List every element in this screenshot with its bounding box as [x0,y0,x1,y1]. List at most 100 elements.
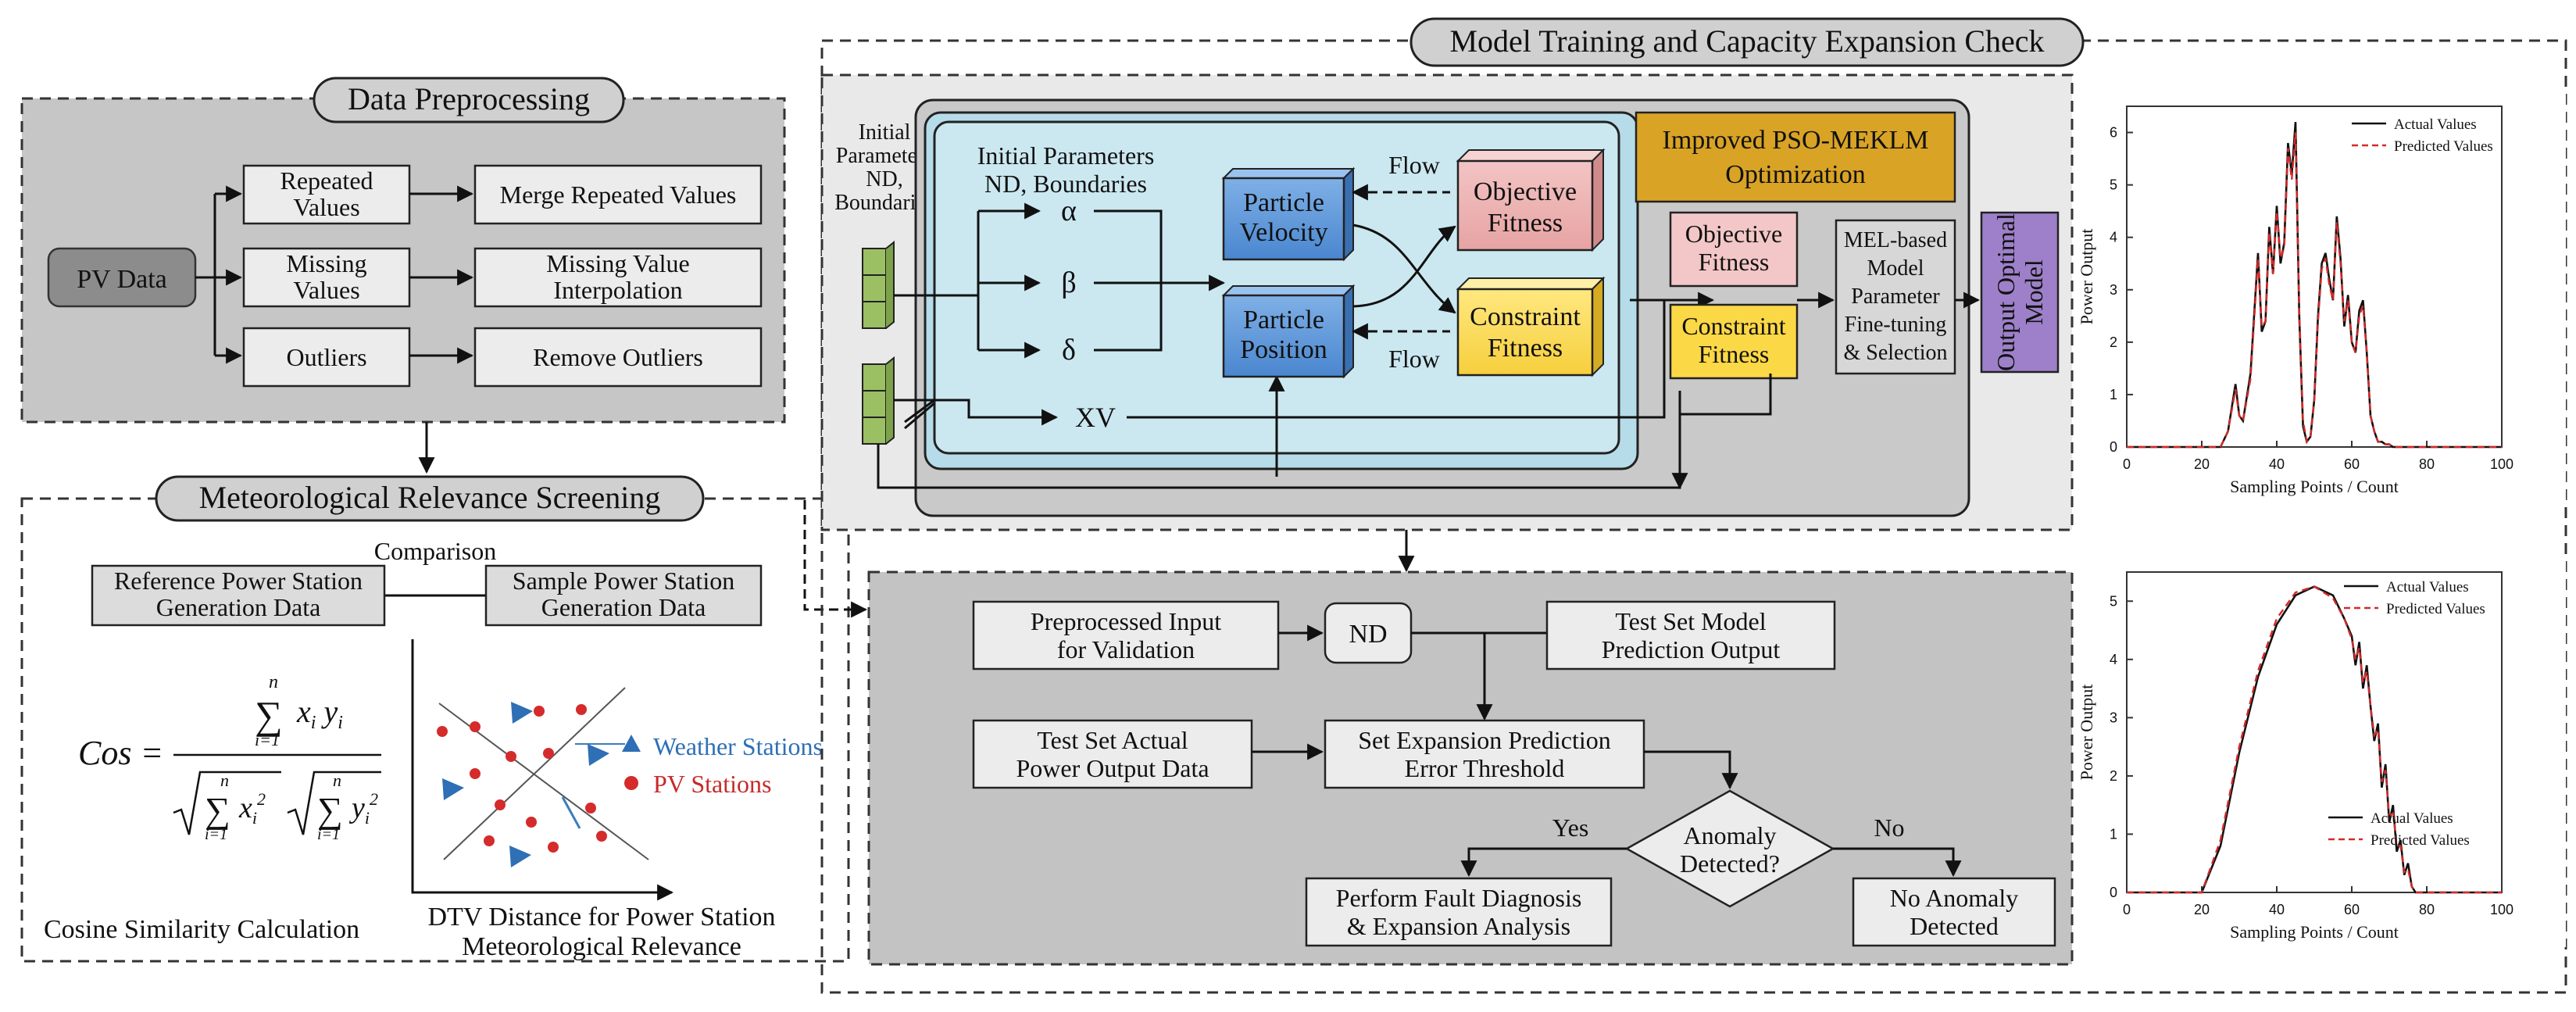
position-front-face [1222,294,1345,378]
pv-station-dot [534,706,545,717]
interpolation-box [473,247,763,308]
formula-root-2 [287,771,381,835]
x-tick-label: 100 [2490,902,2513,917]
optimization-box [1635,111,1956,203]
constraint-side-face [1592,276,1604,377]
x-axis-label: Sampling Points / Count [2230,477,2399,496]
no-anomaly-label-2: Detected [1910,912,1999,940]
y-tick-label: 3 [2110,710,2117,725]
x-tick-label: 60 [2344,456,2360,472]
fault-diagnosis-box [1305,877,1613,947]
training-panel: Model Training and Capacity Expansion Ch… [820,17,2567,994]
repeated-values-label-1: Repeated [280,166,373,195]
position-side-face [1343,284,1354,379]
formula-den1-bottom: i=1 [205,826,227,843]
delta-label: δ [1062,334,1076,367]
objective-fitness-2-label-2: Fitness [1699,248,1770,276]
actual-output-box [972,719,1253,789]
test-output-label-1: Test Set Model [1615,607,1766,635]
plot-frame [2126,571,2503,893]
mel-label-4: Fine-tuning [1845,313,1947,337]
mel-label-2: Model [1867,256,1924,281]
dtv-caption-1: DTV Distance for Power Station [427,903,775,932]
formula-den1-top: n [220,771,229,790]
y-axis-label: Power Output [2077,229,2096,325]
formula-den2-term: yi2 [348,789,378,828]
remove-outliers-box [473,327,763,388]
velocity-side-face [1343,166,1354,262]
weather-station-marker [511,702,533,724]
screening-panel: Meteorological Relevance Screening Compa… [20,475,850,963]
pv-station-dot [576,704,587,715]
velocity-to-constraint [1352,223,1456,314]
sample-station-box [484,564,763,627]
y-tick-label: 5 [2110,593,2117,609]
arrow-to-xv [894,399,1059,426]
objective-fitness-label-1: Objective [1474,177,1577,206]
sample-station-label-1: Sample Power Station [513,567,734,595]
formula-num-sum-bottom: i=1 [255,730,280,749]
x-tick-label: 20 [2194,456,2210,472]
objective-top-face [1456,149,1606,162]
arrow-yes [1460,847,1627,878]
pv-station-dot [495,799,506,810]
constraint-fitness-2-label-1: Constraint [1681,312,1785,340]
y-tick-label: 2 [2110,334,2117,350]
constraint-fitness-2-label-2: Fitness [1699,340,1770,368]
plot-frame [2126,105,2503,448]
weather-station-marker [588,744,609,766]
stack-cell [862,248,887,276]
pv-station-dot [526,817,537,828]
stack-cell [862,390,887,418]
series-line-predicted [2127,132,2502,449]
stack-side [885,356,895,445]
no-anomaly-box [1852,877,2056,947]
weather-station-markers [442,702,609,867]
constraint-fitness-label-1: Constraint [1470,302,1581,331]
threshold-label-2: Error Threshold [1405,754,1565,782]
optimization-label-2: Optimization [1725,160,1865,189]
pv-data-label: PV Data [77,265,167,294]
anomaly-label-1: Anomaly [1683,821,1776,849]
y-tick-label: 1 [2110,826,2117,842]
x-tick-label: 0 [2123,902,2131,917]
chart-bottom-background [2081,556,2566,947]
y-tick-label: 4 [2110,652,2117,667]
velocity-top-face [1221,168,1356,179]
formula-den2-top: n [333,771,341,790]
legend-label: Predicted Values [2386,601,2485,617]
actual-output-label-2: Power Output Data [1016,754,1209,782]
x-tick-label: 0 [2123,456,2131,472]
anomaly-diamond [1624,789,1835,908]
output-model-label-1: Output Optimal [1992,213,2020,371]
missing-values-label-1: Missing [286,249,366,277]
outliers-label: Outliers [286,343,366,371]
xv-line [1127,300,1666,419]
input-stack-top [862,240,895,329]
output-model-box [1980,211,2060,374]
position-top-face [1221,285,1356,296]
optimization-label-1: Improved PSO-MEKLM [1663,126,1929,155]
velocity-front-face [1222,177,1345,261]
pv-station-dot [585,803,596,814]
dtv-scatter: Weather Stations PV Stations [411,639,823,901]
pv-station-dot [543,748,554,759]
constraint-fitness-2-box [1669,303,1799,380]
legend-label: Actual Values [2386,579,2469,595]
output-model-label-2: Model [2020,259,2048,325]
pv-station-dot [470,768,481,779]
threshold-box [1324,719,1645,789]
interpolation-label-2: Interpolation [553,276,682,304]
data-preprocessing-panel: Data Preprocessing PV Data Repeated Valu… [20,77,786,424]
arrow-to-anomaly [1644,750,1738,790]
arrow-no [1833,847,1962,878]
pv-station-dot [596,831,607,842]
x-tick-label: 80 [2419,902,2435,917]
series-line-predicted [2127,585,2502,894]
x-tick-label: 40 [2269,456,2285,472]
preprocessing-title: Data Preprocessing [348,81,590,116]
legend-label: Predicted Values [2394,138,2493,155]
